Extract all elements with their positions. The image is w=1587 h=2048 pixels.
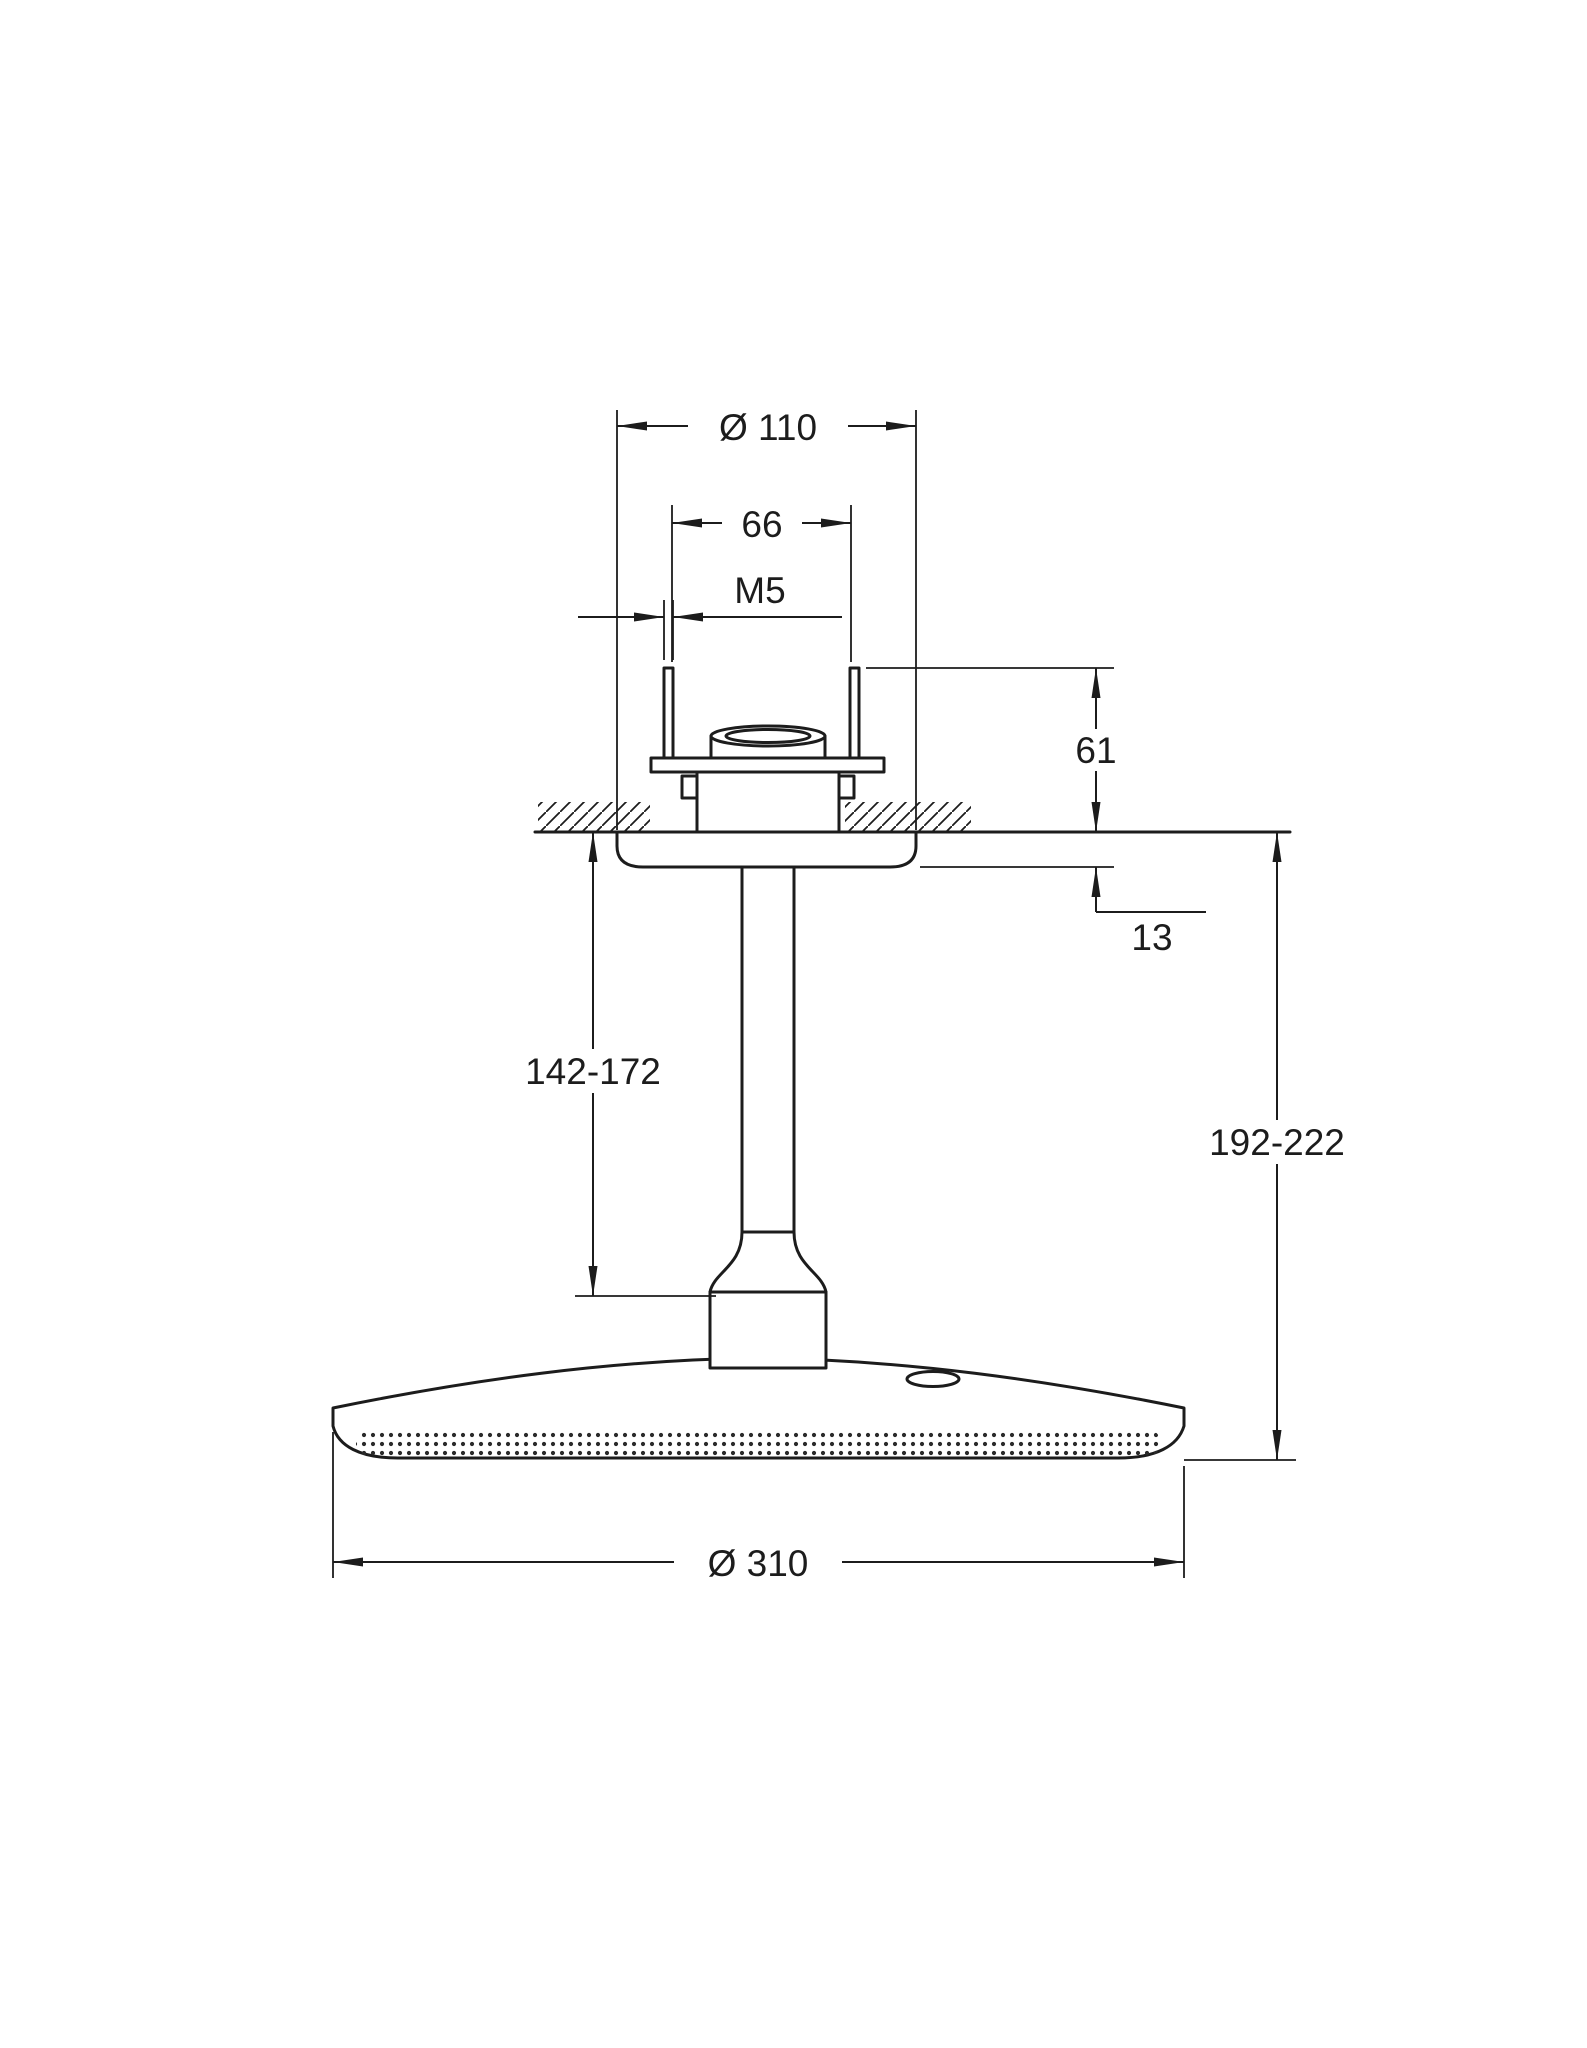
shower-head	[331, 1356, 1186, 1460]
ceiling-escutcheon	[615, 830, 918, 869]
dim-escutcheon-depth: 13	[920, 866, 1206, 958]
dim-thread-size-label: M5	[734, 570, 785, 611]
ceiling-hatch-left	[538, 802, 650, 832]
dim-flange-diameter: Ø 110	[616, 404, 917, 830]
connector-cylinder	[695, 770, 841, 834]
ceiling-section	[533, 802, 1292, 834]
top-ring-inner	[724, 728, 812, 744]
threaded-rod-right	[848, 666, 861, 762]
shower-arm	[740, 865, 796, 1234]
side-tab-right	[837, 774, 856, 800]
dim-overall-height-label: 192-222	[1209, 1122, 1345, 1163]
arm-collar	[708, 1230, 828, 1370]
dim-escutcheon-depth-label: 13	[1131, 917, 1172, 958]
collar-cone	[708, 1230, 828, 1294]
mounting-plate	[649, 756, 886, 774]
dim-flange-diameter-label: Ø 110	[719, 407, 817, 448]
dim-head-diameter: Ø 310	[332, 1432, 1185, 1584]
dim-rod-spacing: 66	[671, 502, 852, 662]
collar-cylinder	[708, 1290, 828, 1370]
dim-overall-height: 192-222	[1184, 832, 1356, 1461]
dim-arm-length-label: 142-172	[525, 1051, 661, 1092]
dim-above-ceiling-height: 61	[866, 667, 1132, 832]
dim-rod-spacing-label: 66	[741, 504, 782, 545]
dim-above-ceiling-height-label: 61	[1075, 730, 1116, 771]
dim-arm-length: 142-172	[518, 832, 716, 1297]
ceiling-mount-body	[649, 724, 886, 834]
dim-head-diameter-label: Ø 310	[708, 1543, 809, 1584]
logo-badge	[905, 1370, 961, 1388]
ceiling-hatch-right	[845, 802, 971, 832]
dim-thread-size: M5	[578, 570, 842, 660]
side-tab-left	[680, 774, 699, 800]
threaded-rod-left	[662, 666, 675, 762]
spray-face-nozzles	[356, 1430, 1160, 1456]
